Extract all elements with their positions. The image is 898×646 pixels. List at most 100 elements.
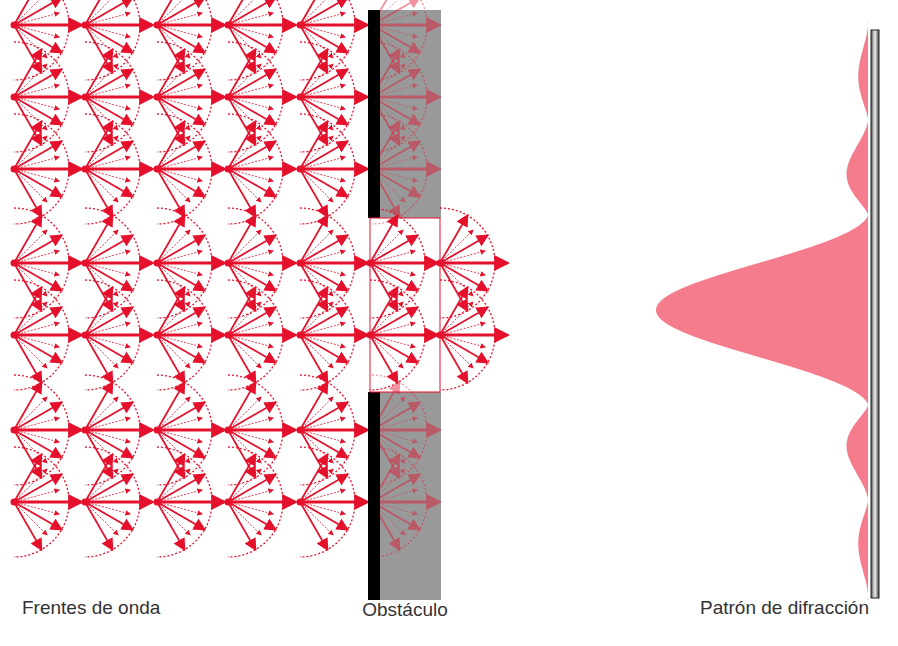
ray <box>228 475 276 503</box>
source-point <box>11 94 18 101</box>
wavelet-front <box>157 0 212 80</box>
wavelet <box>297 0 368 80</box>
wavelet <box>225 114 296 224</box>
ray-main <box>228 23 295 26</box>
wavelet <box>297 42 368 152</box>
ray <box>157 236 205 264</box>
ray-main <box>372 167 439 170</box>
ray-main <box>372 500 439 503</box>
ray-main <box>157 428 224 431</box>
ray <box>85 475 133 503</box>
ray <box>440 308 488 336</box>
caption-label: Frentes de onda <box>22 597 160 620</box>
ray-main <box>228 95 295 98</box>
ray <box>228 25 256 73</box>
source-point <box>225 332 232 339</box>
ray-main <box>228 167 295 170</box>
caption-label: Obstáculo <box>362 599 448 622</box>
ray <box>85 70 133 98</box>
ray <box>85 430 113 478</box>
source-point <box>225 260 232 267</box>
ray-main <box>300 428 367 431</box>
source-point <box>297 499 304 506</box>
ray <box>228 97 256 145</box>
wavelet <box>11 42 82 152</box>
ray <box>14 263 42 311</box>
wavelet-front <box>300 0 355 80</box>
ray <box>300 430 328 478</box>
source-point <box>82 427 89 434</box>
ray <box>228 70 276 98</box>
ray-main <box>228 500 295 503</box>
ray <box>85 0 133 25</box>
ray <box>228 308 276 336</box>
wavelet-front <box>85 0 140 80</box>
wavelet <box>225 375 296 485</box>
wavelet <box>11 280 82 390</box>
ray <box>14 236 62 264</box>
huygens-wavelets <box>11 0 508 557</box>
ray <box>14 430 42 478</box>
source-point <box>154 166 161 173</box>
ray-main <box>85 261 152 264</box>
ray <box>85 263 113 311</box>
ray-main <box>14 167 81 170</box>
ray <box>300 70 348 98</box>
ray <box>300 97 328 145</box>
ray-main <box>440 261 507 264</box>
ray <box>300 236 348 264</box>
wavelet <box>297 280 368 390</box>
ray <box>14 475 62 503</box>
ray-main <box>228 428 295 431</box>
ray-main <box>157 333 224 336</box>
wavelet <box>154 0 225 80</box>
ray <box>14 403 62 431</box>
diffraction-pattern <box>656 20 868 600</box>
ray-main <box>157 500 224 503</box>
ray-main <box>300 500 367 503</box>
ray-main <box>300 333 367 336</box>
wavelet <box>82 447 153 557</box>
wavelet <box>82 375 153 485</box>
ray <box>85 25 113 73</box>
ray <box>228 142 276 170</box>
ray <box>440 263 468 311</box>
wavelet <box>225 0 296 80</box>
source-point <box>11 22 18 29</box>
ray <box>14 70 62 98</box>
source-point <box>297 166 304 173</box>
ray <box>300 403 348 431</box>
ray <box>157 25 185 73</box>
ray <box>300 25 328 73</box>
wavelet <box>11 114 82 224</box>
ray-main <box>372 23 439 26</box>
source-point <box>297 22 304 29</box>
ray <box>157 97 185 145</box>
ray-main <box>228 261 295 264</box>
ray <box>157 430 185 478</box>
ray <box>300 142 348 170</box>
wavelet <box>225 42 296 152</box>
ray <box>157 403 205 431</box>
source-point <box>82 260 89 267</box>
ray-main <box>300 95 367 98</box>
ray <box>370 236 418 264</box>
wavelet <box>297 208 368 318</box>
ray <box>228 430 256 478</box>
source-point <box>82 499 89 506</box>
ray-main <box>14 500 81 503</box>
ray-main <box>14 428 81 431</box>
source-point <box>225 94 232 101</box>
caption-label: Patrón de difracción <box>700 597 869 620</box>
wavelet <box>82 208 153 318</box>
wavelet <box>82 280 153 390</box>
source-point <box>297 94 304 101</box>
ray <box>228 0 276 25</box>
ray-main <box>14 23 81 26</box>
wavelet <box>154 280 225 390</box>
ray-main <box>85 500 152 503</box>
ray-main <box>14 95 81 98</box>
ray <box>157 502 185 550</box>
ray-main <box>300 23 367 26</box>
ray <box>300 475 348 503</box>
